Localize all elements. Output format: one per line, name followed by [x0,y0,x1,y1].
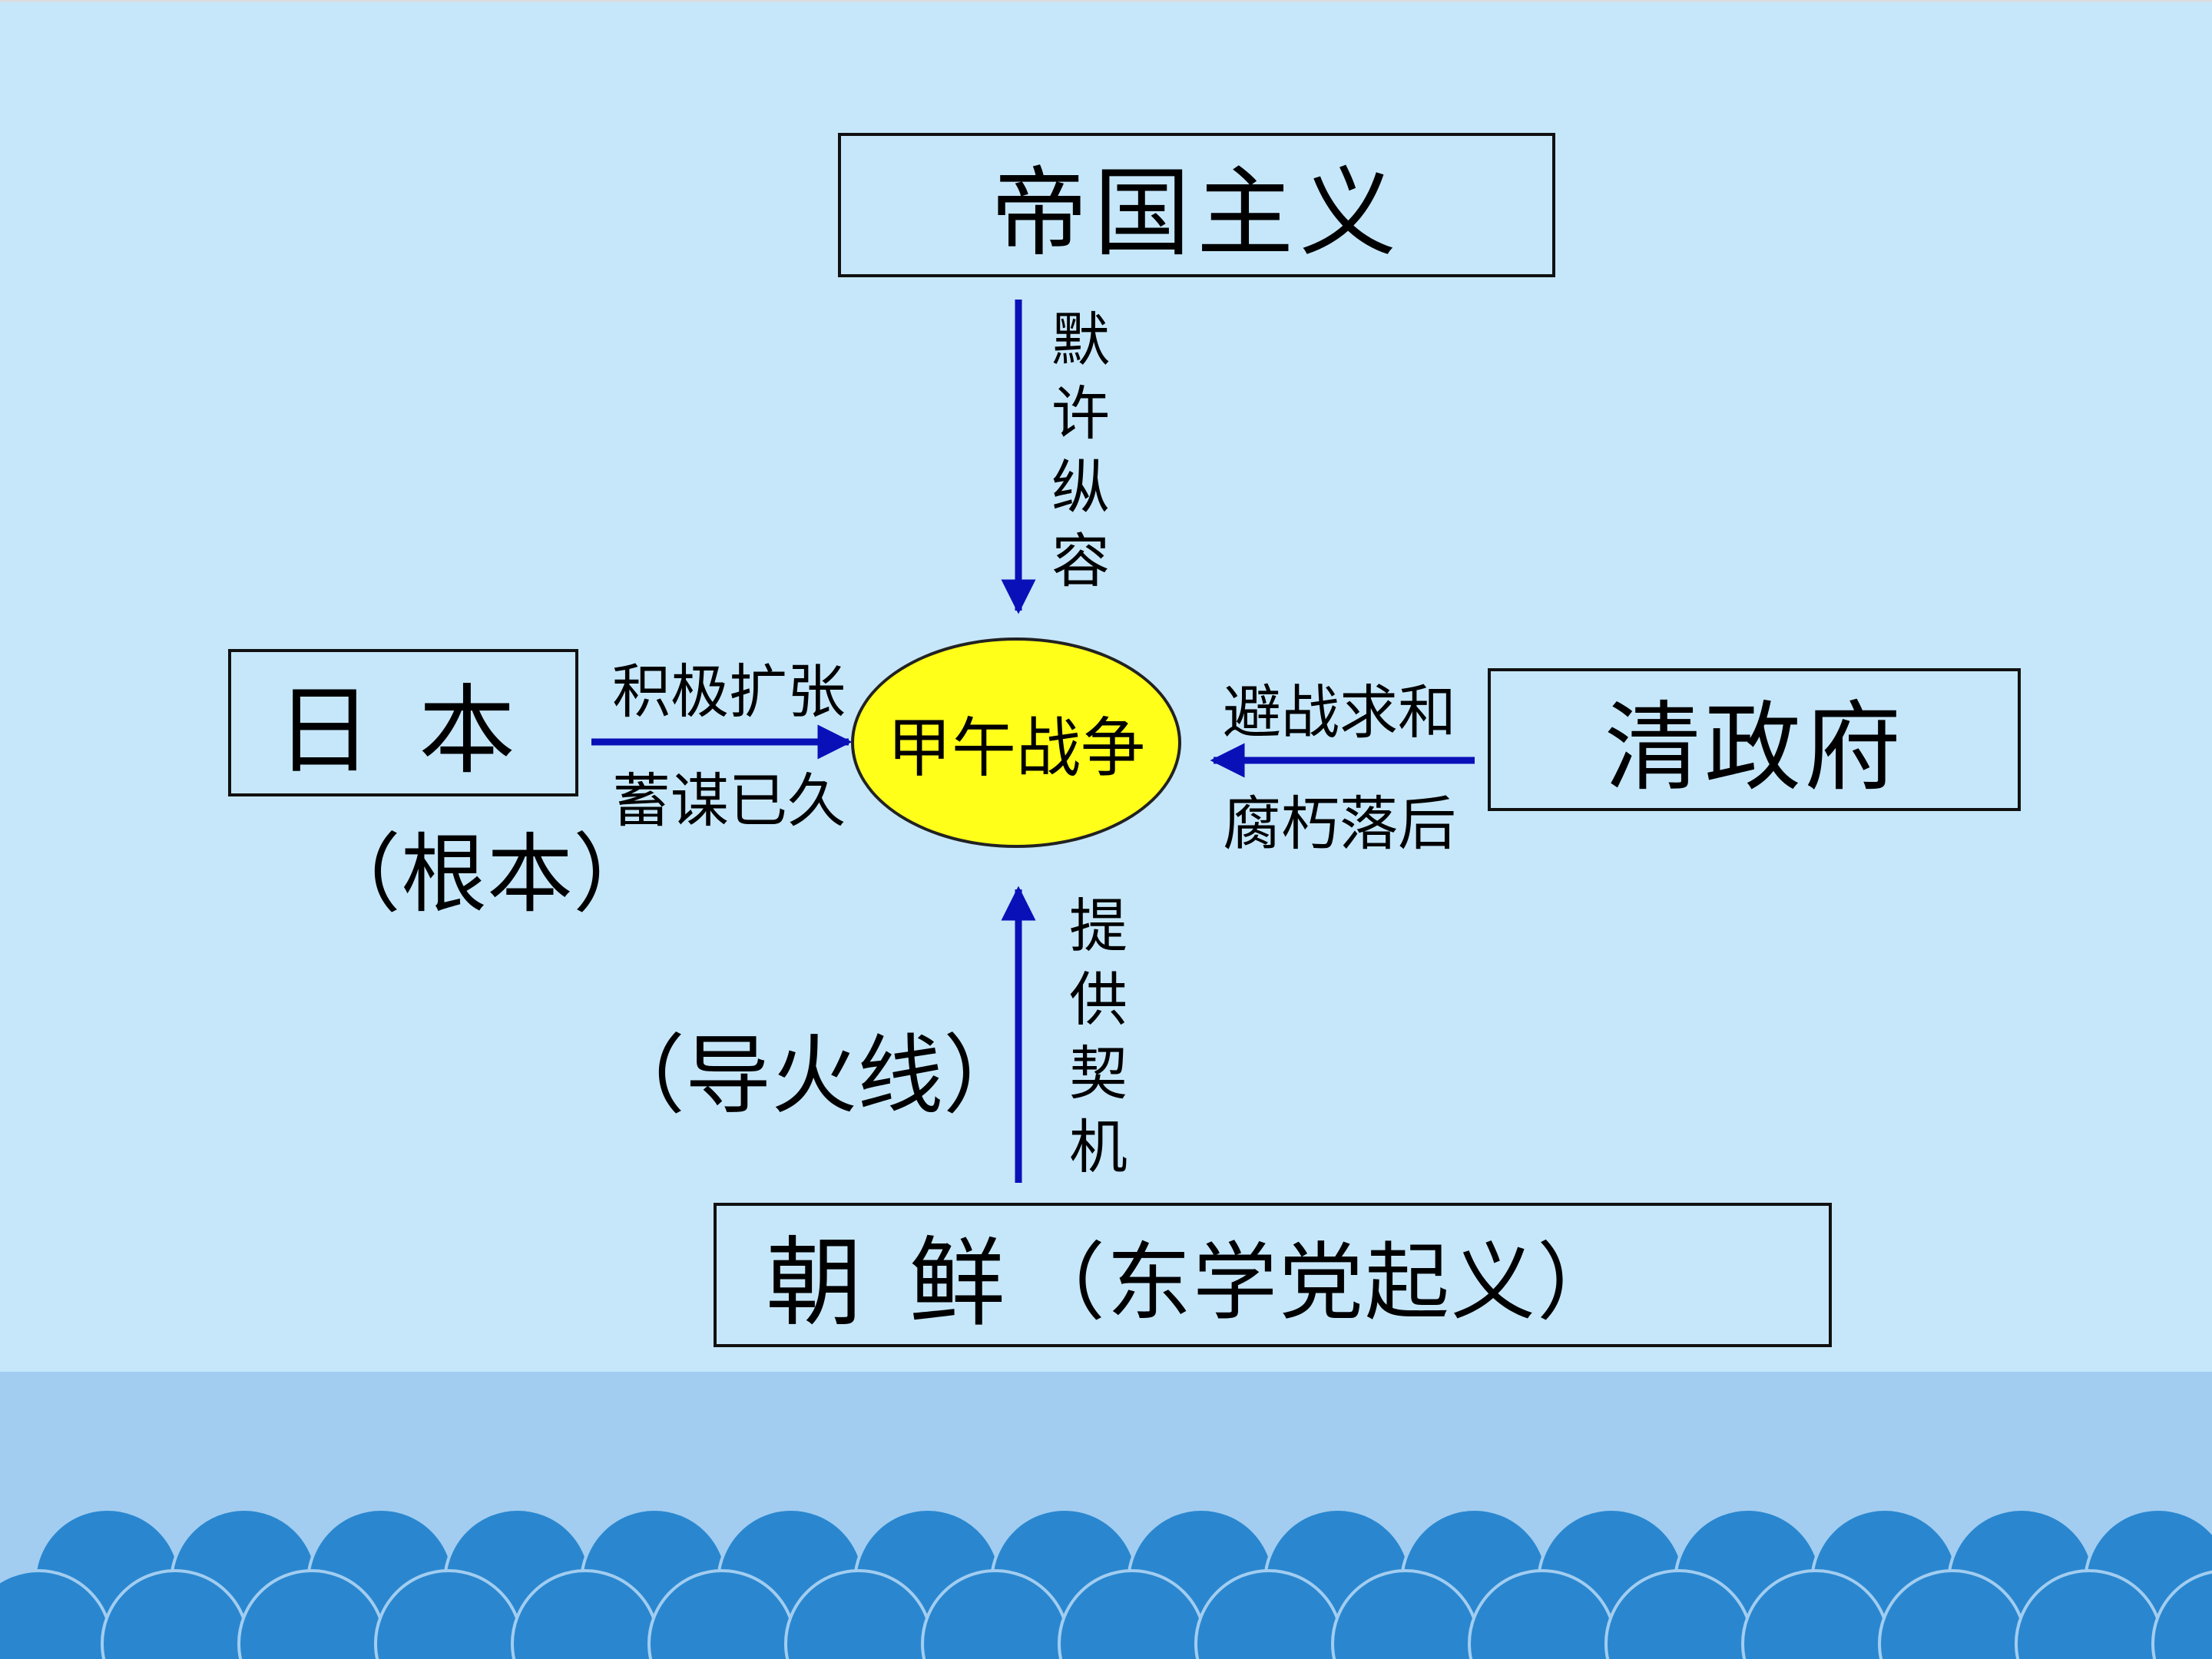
arrow-right-label-above: 避战求和 [1223,678,1456,747]
japan-annotation: （根本） [315,825,659,925]
node-korea-sub-label: （东学党起义） [1021,1233,1623,1332]
node-imperialism: 帝国主义 [838,133,1555,277]
node-imperialism-label: 帝国主义 [991,157,1402,270]
node-japan-label: 日本 [276,674,561,787]
node-qing-government: 清政府 [1488,668,2021,811]
arrow-bottom-label: 提供契机 [1069,892,1128,1181]
node-qing-government-label: 清政府 [1604,691,1904,804]
wave-scallop [2151,1570,2212,1659]
arrow-right-label-below: 腐朽落后 [1223,790,1456,858]
center-node-sino-japanese-war: 甲午战争 [851,637,1181,848]
node-japan: 日本 [228,649,578,796]
node-korea-label: 朝鲜 [766,1227,1051,1339]
node-korea: 朝鲜 （东学党起义） [714,1203,1832,1347]
center-node-label: 甲午战争 [886,710,1145,786]
arrow-left-label-below: 蓄谋已久 [612,767,846,835]
wave-decoration [0,1508,2212,1659]
arrow-left-label-above: 积极扩张 [612,657,846,726]
korea-annotation: （导火线） [599,1026,1029,1126]
arrow-top-label: 默许纵容 [1051,306,1110,595]
